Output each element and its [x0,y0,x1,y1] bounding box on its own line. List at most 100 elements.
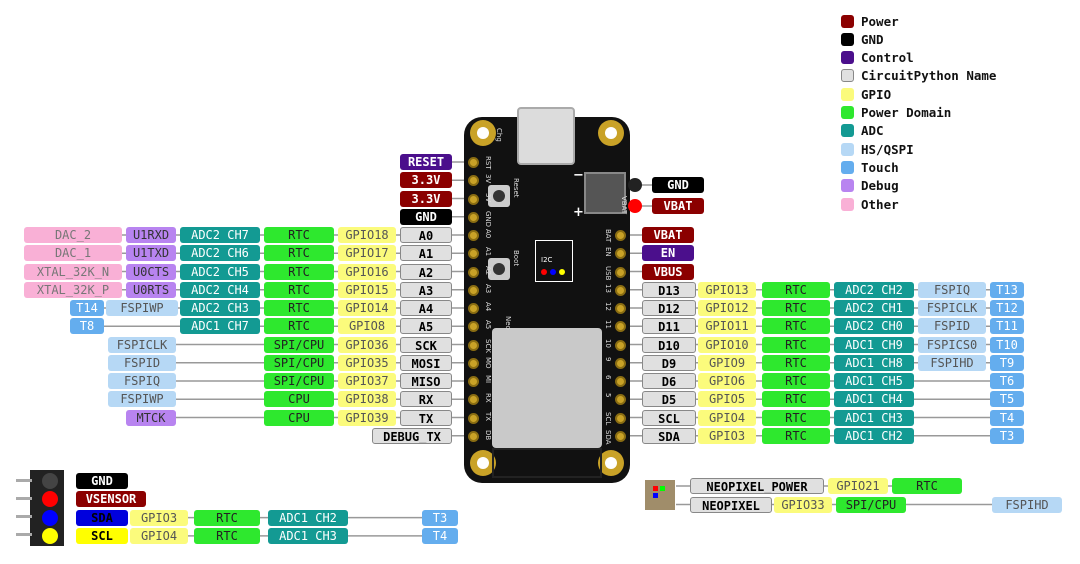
legend-label: Touch [861,160,899,175]
hs-label: FSPICLK [108,336,176,353]
pin-hole [468,175,479,187]
gnd-label: GND [400,208,452,225]
power-label: 3.3V [400,172,452,189]
mounting-hole [598,450,624,476]
pin-hole [615,321,626,333]
i2c-pin-dot [541,269,547,275]
domain-label: RTC [762,427,830,444]
power-label: VBAT [652,198,704,214]
domain-label: SPI/CPU [264,373,334,389]
adc-label: ADC1 CH7 [180,318,260,335]
adc-label: ADC2 CH3 [180,300,260,316]
name-label: NEOPIXEL_POWER [690,478,824,494]
gpio-label: GPIO35 [338,354,396,371]
adc-label: ADC2 CH0 [834,318,914,335]
touch-label: T13 [990,281,1024,298]
hs-label: FSPIHD [992,496,1062,513]
gpio-label: GPIO18 [338,227,396,243]
touch-label: T4 [990,409,1024,426]
legend-swatch-other [841,198,854,211]
neopixel-led [645,480,675,510]
pin-hole [468,157,479,168]
esp32-module [492,328,602,448]
touch-label: T8 [70,318,104,335]
power-label: VSENSOR [76,491,146,508]
silkscreen-text: 12 [604,302,612,311]
silkscreen-text: Chg [495,128,503,142]
gnd-label: GND [76,473,128,489]
pin-hole [615,412,626,424]
silkscreen-text: 3V [484,174,492,184]
hs-label: FSPIQ [918,281,986,298]
sda-label: SDA [76,509,128,526]
legend-label: Power Domain [861,105,952,120]
neopixel-blue [653,493,658,498]
stemma-pin [16,497,32,500]
domain-label: SPI/CPU [836,496,906,513]
pin-hole [468,284,479,296]
legend-swatch-name [841,69,854,82]
pin-hole [468,394,479,406]
name-label: A4 [400,300,452,316]
silkscreen-text: 11 [604,320,612,330]
silkscreen-text: 9 [604,356,612,362]
silkscreen-text: USB [604,265,612,280]
pin-hole [615,357,626,369]
neopixel-red [653,486,658,491]
pin-hole [468,321,479,333]
gpio-label: GPIO13 [698,281,756,298]
pin-hole [615,266,626,278]
legend-swatch-control [841,51,854,64]
domain-label: RTC [762,318,830,335]
legend-label: GPIO [861,87,892,102]
name-label: A5 [400,318,452,335]
adc-label: ADC1 CH4 [834,391,914,408]
debug-label: U1RXD [126,227,176,243]
legend-label: CircuitPython Name [861,68,997,83]
name-label: A2 [400,263,452,280]
adc-label: ADC2 CH1 [834,300,914,316]
name-label: D13 [642,281,696,298]
adc-label: ADC1 CH9 [834,336,914,353]
vbat-connector-dot [628,199,642,213]
other-label: XTAL_32K_N [24,263,122,280]
domain-label: CPU [264,409,334,426]
gpio-label: GPIO16 [338,263,396,280]
silkscreen-text: VBAT [620,196,628,215]
silkscreen-text: MI [484,375,492,384]
i2c-header [535,240,573,282]
pin-hole [468,430,479,442]
touch-label: T4 [422,527,458,544]
other-label: DAC_1 [24,245,122,262]
domain-label: RTC [194,509,260,526]
silkscreen-text: SCK [484,338,492,353]
power-label: 3.3V [400,190,452,207]
silkscreen-text: Boot [512,250,520,267]
hs-label: FSPIQ [108,373,176,389]
name-label: D11 [642,318,696,335]
control-label: RESET [400,154,452,170]
name-label: D10 [642,336,696,353]
silkscreen-text: RST [484,156,492,170]
legend-swatch-adc [841,124,854,137]
stemma-pin [16,479,32,482]
gpio-label: GPIO4 [698,409,756,426]
domain-label: CPU [264,391,334,408]
name-label: NEOPIXEL [690,496,772,513]
power-label: VBUS [642,263,694,280]
silkscreen-text: MO [484,356,492,369]
domain-label: RTC [762,281,830,298]
domain-label: RTC [264,318,334,335]
gpio-label: GPIO3 [698,427,756,444]
gpio-label: GPIO38 [338,391,396,408]
silkscreen-text: 6 [604,375,612,380]
i2c-silkscreen: I2C [541,256,553,264]
mounting-hole [598,120,624,146]
battery-connector [584,172,626,214]
hs-label: FSPIWP [106,300,178,316]
silkscreen-text: A3 [484,283,492,293]
silkscreen-text: BAT [604,229,612,243]
name-label: D12 [642,300,696,316]
adc-label: ADC2 CH6 [180,245,260,262]
legend-swatch-power [841,15,854,28]
